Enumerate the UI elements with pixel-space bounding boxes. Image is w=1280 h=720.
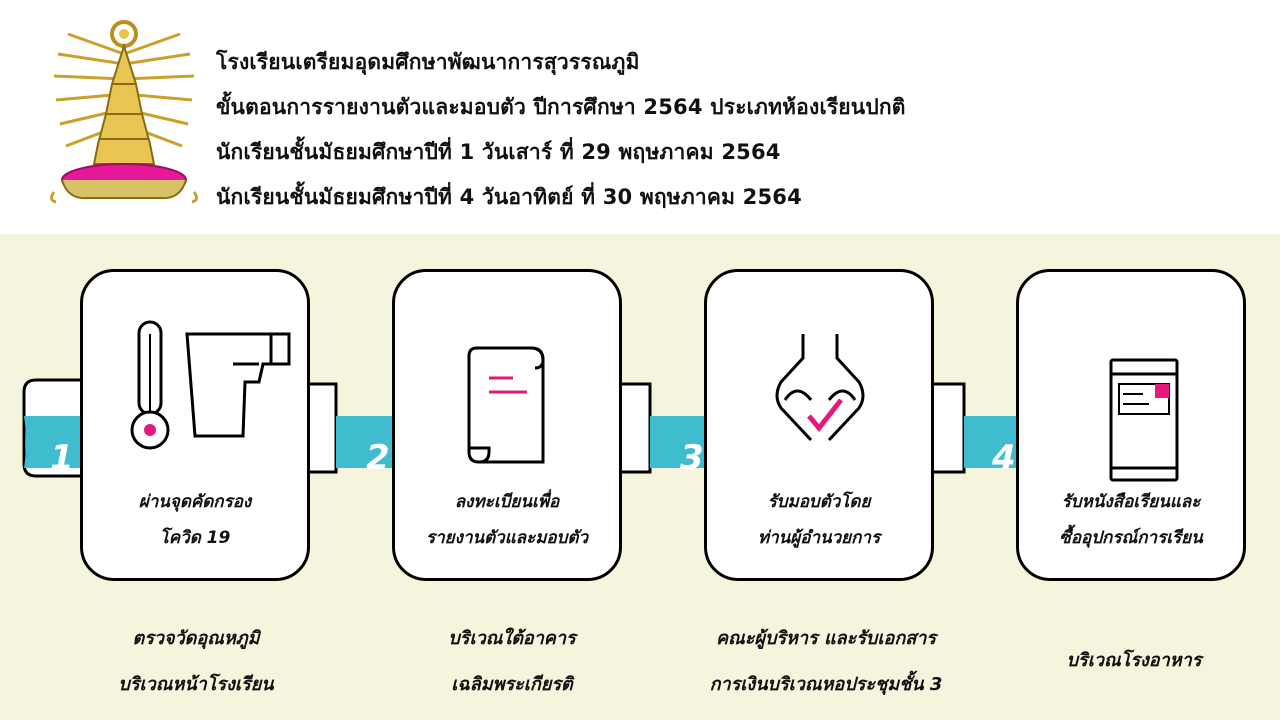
step-4-label-line2: ซื้ออุปกรณ์การเรียน [1059, 528, 1203, 548]
step-number-2: 2 [366, 438, 390, 478]
step-card-4: รับหนังสือเรียนและ ซื้ออุปกรณ์การเรียน [1016, 269, 1246, 581]
scroll-document-icon [467, 346, 545, 464]
process-panel: ผ่านจุดคัดกรอง โควิด 19 ลงทะเบียนเพื่อ ร… [0, 234, 1280, 720]
step-4-caption: บริเวณโรงอาหาร [984, 638, 1280, 684]
header-title-block: โรงเรียนเตรียมอุดมศึกษาพัฒนาการสุวรรณภูม… [216, 40, 906, 220]
step-card-1: ผ่านจุดคัดกรอง โควิด 19 [80, 269, 310, 581]
step-2-label-line2: รายงานตัวและมอบตัว [426, 528, 588, 548]
step-1-caption-line2: บริเวณหน้าโรงเรียน [118, 674, 274, 695]
step-2-caption-line1: บริเวณใต้อาคาร [448, 628, 576, 649]
thermometer-and-thermo-gun-icon [130, 320, 291, 450]
step-3-caption-line1: คณะผู้บริหาร และรับเอกสาร [716, 628, 936, 649]
step-2-caption: บริเวณใต้อาคาร เฉลิมพระเกียรติ [362, 616, 662, 708]
step-2-label-line1: ลงทะเบียนเพื่อ [454, 492, 560, 512]
step-4-label-line1: รับหนังสือเรียนและ [1061, 492, 1201, 512]
step-1-label-line1: ผ่านจุดคัดกรอง [138, 492, 252, 512]
step-2-caption-line2: เฉลิมพระเกียรติ [451, 674, 573, 695]
grade1-schedule: นักเรียนชั้นมัธยมศึกษาปีที่ 1 วันเสาร์ ท… [216, 140, 781, 164]
step-number-4: 4 [992, 438, 1016, 478]
book-document-icon [1109, 358, 1179, 482]
procedure-title: ขั้นตอนการรายงานตัวและมอบตัว ปีการศึกษา … [216, 95, 906, 119]
step-number-3: 3 [680, 438, 704, 478]
hands-checkmark-icon [775, 334, 865, 442]
grade4-schedule: นักเรียนชั้นมัธยมศึกษาปีที่ 4 วันอาทิตย์… [216, 185, 802, 209]
step-1-caption: ตรวจวัดอุณหภูมิ บริเวณหน้าโรงเรียน [46, 616, 346, 708]
step-3-caption-line2: การเงินบริเวณหอประชุมชั้น 3 [709, 674, 943, 695]
header: โรงเรียนเตรียมอุดมศึกษาพัฒนาการสุวรรณภูม… [0, 0, 1280, 234]
step-card-2: ลงทะเบียนเพื่อ รายงานตัวและมอบตัว [392, 269, 622, 581]
step-3-label-line1: รับมอบตัวโดย [767, 492, 871, 512]
step-1-label-line2: โควิด 19 [159, 528, 231, 548]
school-emblem-icon [49, 20, 199, 204]
step-1-caption-line1: ตรวจวัดอุณหภูมิ [132, 628, 260, 649]
step-card-3: รับมอบตัวโดย ท่านผู้อำนวยการ [704, 269, 934, 581]
school-name: โรงเรียนเตรียมอุดมศึกษาพัฒนาการสุวรรณภูม… [216, 50, 640, 74]
step-4-caption-line1: บริเวณโรงอาหาร [1066, 650, 1202, 671]
step-3-label-line2: ท่านผู้อำนวยการ [757, 528, 881, 548]
step-number-1: 1 [50, 438, 74, 478]
step-3-caption: คณะผู้บริหาร และรับเอกสาร การเงินบริเวณห… [676, 616, 976, 708]
